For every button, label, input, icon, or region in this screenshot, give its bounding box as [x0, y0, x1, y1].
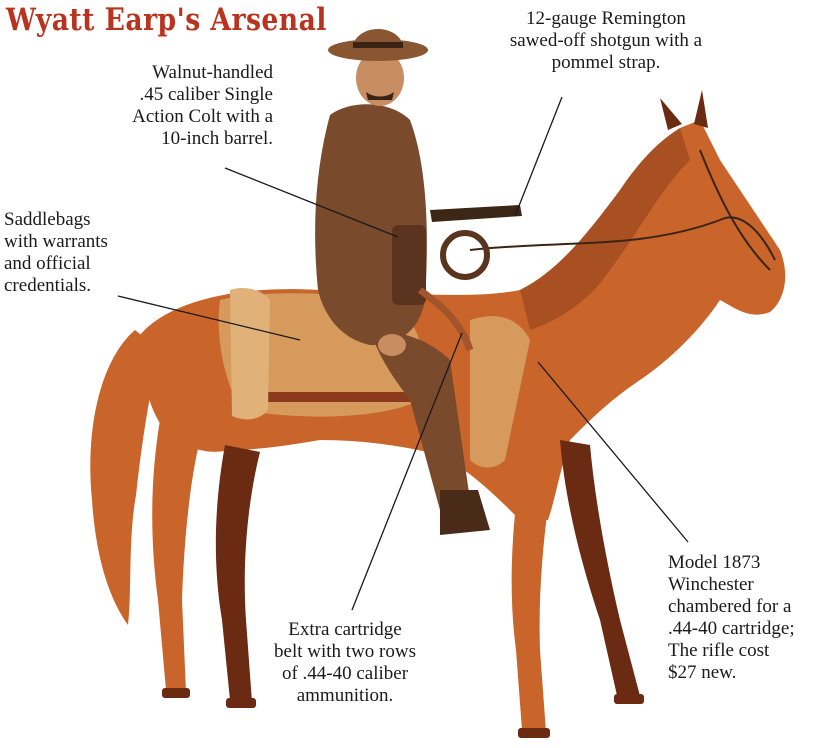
- rider-boot: [440, 490, 490, 535]
- horse-leg-rear-left: [152, 420, 200, 692]
- saddlebag: [230, 288, 270, 419]
- hoof: [518, 728, 550, 738]
- horse-ears: [660, 90, 708, 130]
- shotgun-pommel-strap: [443, 233, 487, 277]
- horse-leg-front-right: [560, 440, 640, 700]
- rider-hand: [378, 334, 406, 356]
- shotgun: [430, 205, 522, 222]
- callout-saddlebags: Saddlebags with warrants and official cr…: [4, 209, 144, 297]
- page-title: Wyatt Earp's Arsenal: [6, 2, 327, 38]
- hat-band: [353, 42, 403, 48]
- callout-winchester: Model 1873 Winchester chambered for a .4…: [668, 552, 836, 684]
- callout-colt: Walnut-handled .45 caliber Single Action…: [83, 62, 273, 150]
- hoof: [162, 688, 190, 698]
- rider-coat: [315, 104, 427, 345]
- hoof: [614, 694, 644, 704]
- callout-shotgun: 12-gauge Remington sawed-off shotgun wit…: [486, 8, 726, 74]
- leader-line-shotgun: [515, 97, 562, 216]
- callout-cartridge-belt: Extra cartridge belt with two rows of .4…: [250, 619, 440, 707]
- horse-leg-front-left: [512, 470, 552, 732]
